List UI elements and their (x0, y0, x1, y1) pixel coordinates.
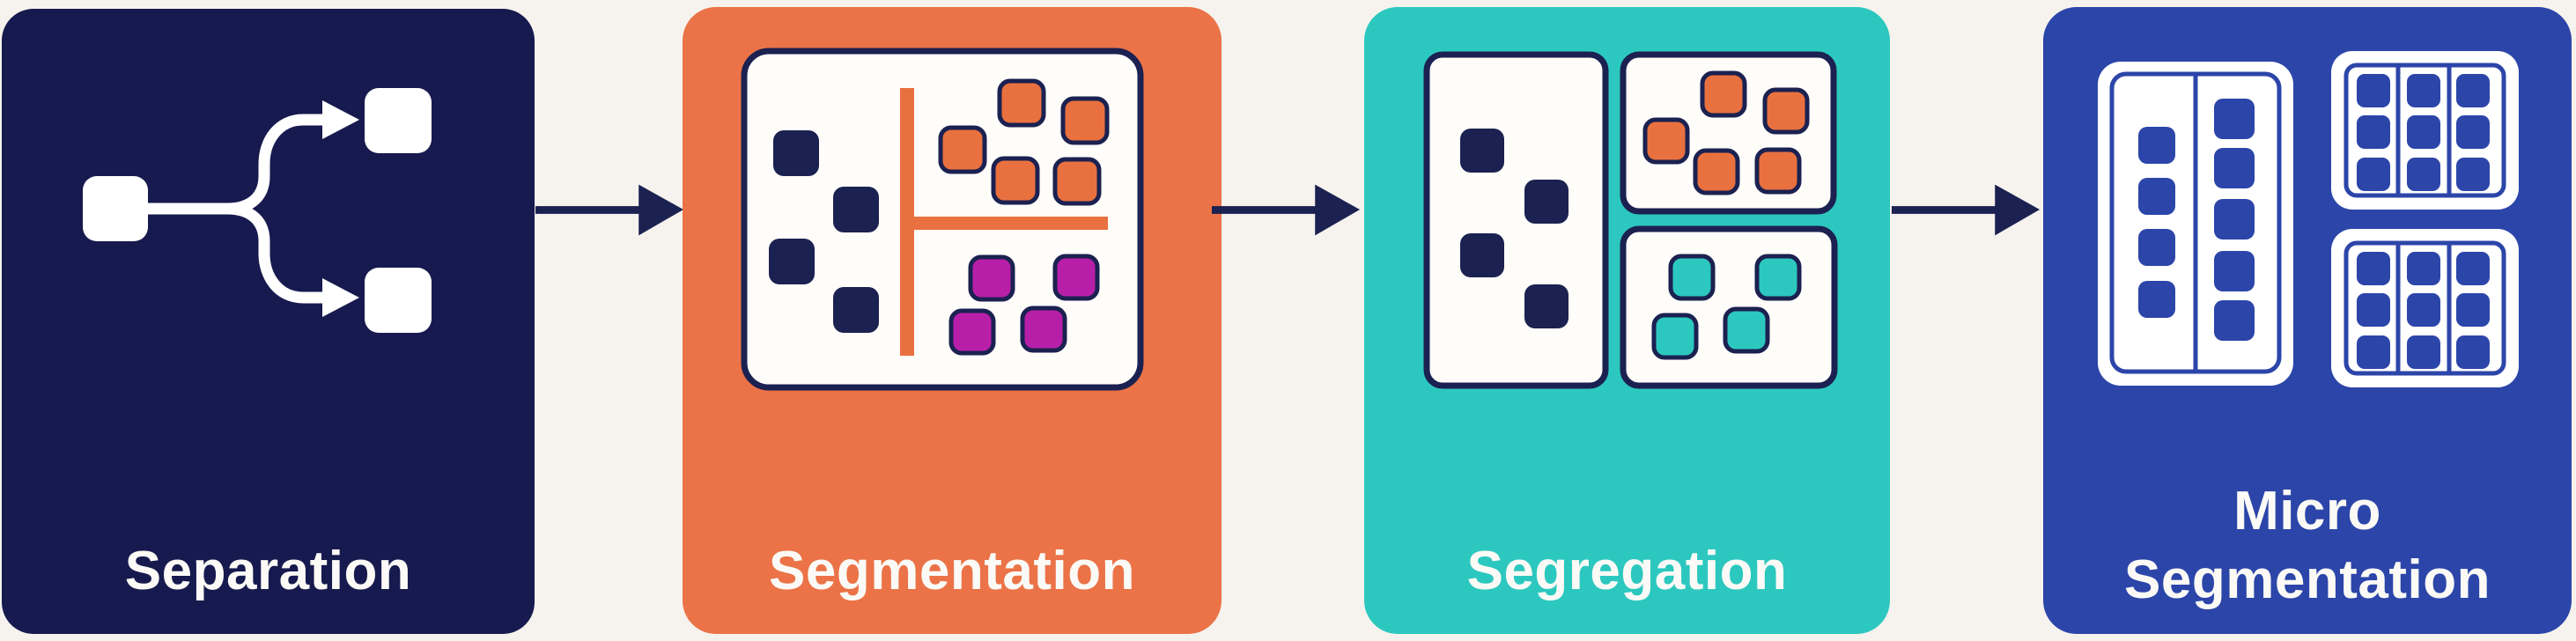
panel-segmentation: Segmentation (683, 7, 1222, 634)
orange-group (938, 78, 1110, 206)
segment-dividers (900, 88, 1108, 356)
panel-label: Segmentation (769, 541, 1135, 601)
panel-segregation: Segregation (1364, 7, 1890, 634)
micro-grid-bottom (2331, 229, 2519, 387)
branch-lines (148, 100, 359, 317)
panel-label: Segregation (1466, 541, 1788, 601)
flow-arrow-icon (1210, 181, 1362, 238)
segregated-containers-icon (1423, 51, 1838, 389)
flow-arrow-icon (534, 181, 685, 238)
micro-grid-top (2331, 51, 2519, 210)
navy-container (1423, 51, 1609, 389)
grid-cells (2357, 74, 2490, 191)
arrowhead-down (322, 278, 359, 317)
left-column-cells (2138, 127, 2175, 318)
magenta-group (948, 254, 1100, 356)
panel-label-line: Segmentation (2124, 549, 2491, 610)
panel-micro-segmentation: Micro Segmentation (2043, 7, 2572, 634)
navy-group (769, 130, 879, 333)
navy-group (1460, 129, 1568, 328)
target-node-bottom (365, 268, 432, 333)
orange-group (1642, 70, 1810, 195)
arrowhead-up (322, 100, 359, 139)
panel-separation: Separation (2, 9, 535, 634)
grid-cells (2357, 252, 2490, 369)
micro-grids-icon (2098, 51, 2519, 387)
quadrant-groups-icon (741, 48, 1144, 391)
panel-label: Separation (124, 541, 412, 601)
nodes (83, 88, 432, 333)
flow-arrow-icon (1890, 181, 2041, 238)
right-column-cells (2214, 99, 2255, 341)
panel-label: Micro Segmentation (2043, 477, 2572, 615)
source-node (83, 176, 148, 241)
target-node-top (365, 88, 432, 153)
panel-label-line: Micro (2233, 481, 2381, 542)
teal-group (1651, 254, 1802, 360)
teal-container (1620, 225, 1838, 389)
split-arrows-icon (83, 88, 432, 333)
two-column-rack (2098, 62, 2293, 386)
